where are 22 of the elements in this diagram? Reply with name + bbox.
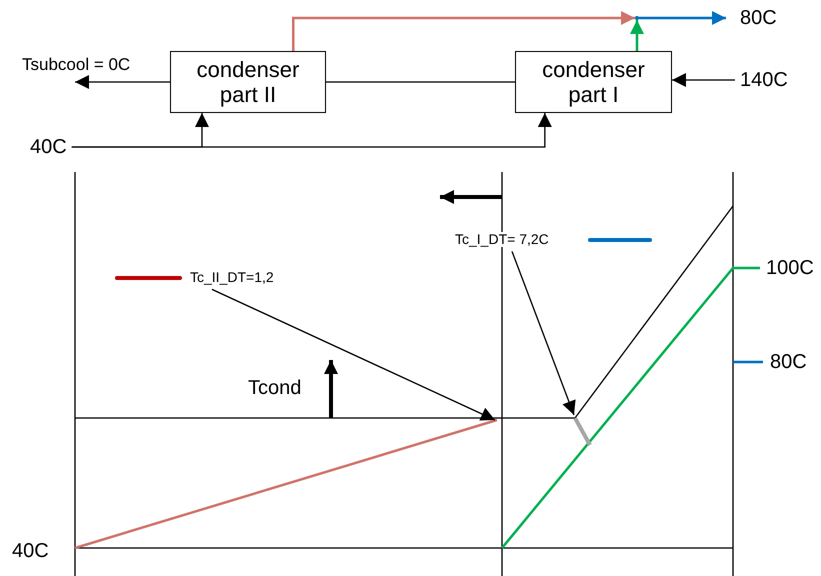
- temperature-label: 80C: [770, 351, 807, 373]
- temperature-label: 80C: [740, 7, 777, 29]
- arrow: [639, 11, 726, 25]
- process-box: condenser part II: [170, 51, 326, 113]
- annotation-label: Tc_II_DT=1,2: [190, 270, 274, 286]
- arrow: [75, 75, 170, 89]
- temperature-label: 100C: [766, 257, 814, 279]
- leader-line: [212, 288, 496, 421]
- arrow: [72, 113, 552, 148]
- process-box: condenser part I: [515, 51, 672, 113]
- junction-point: [635, 16, 639, 20]
- arrow: [630, 20, 644, 51]
- arrow: [292, 11, 635, 51]
- temperature-label: 40C: [12, 540, 49, 562]
- temperature-label: Tcond: [248, 377, 302, 399]
- annotation-label: Tc_I_DT= 7,2C: [455, 232, 549, 248]
- temperature-label: 140C: [740, 69, 788, 91]
- temperature-label: 40C: [30, 136, 67, 158]
- arrow: [672, 73, 735, 87]
- leader-line: [511, 251, 576, 416]
- connector-line: [326, 81, 515, 83]
- temperature-label: Tsubcool = 0C: [22, 56, 130, 75]
